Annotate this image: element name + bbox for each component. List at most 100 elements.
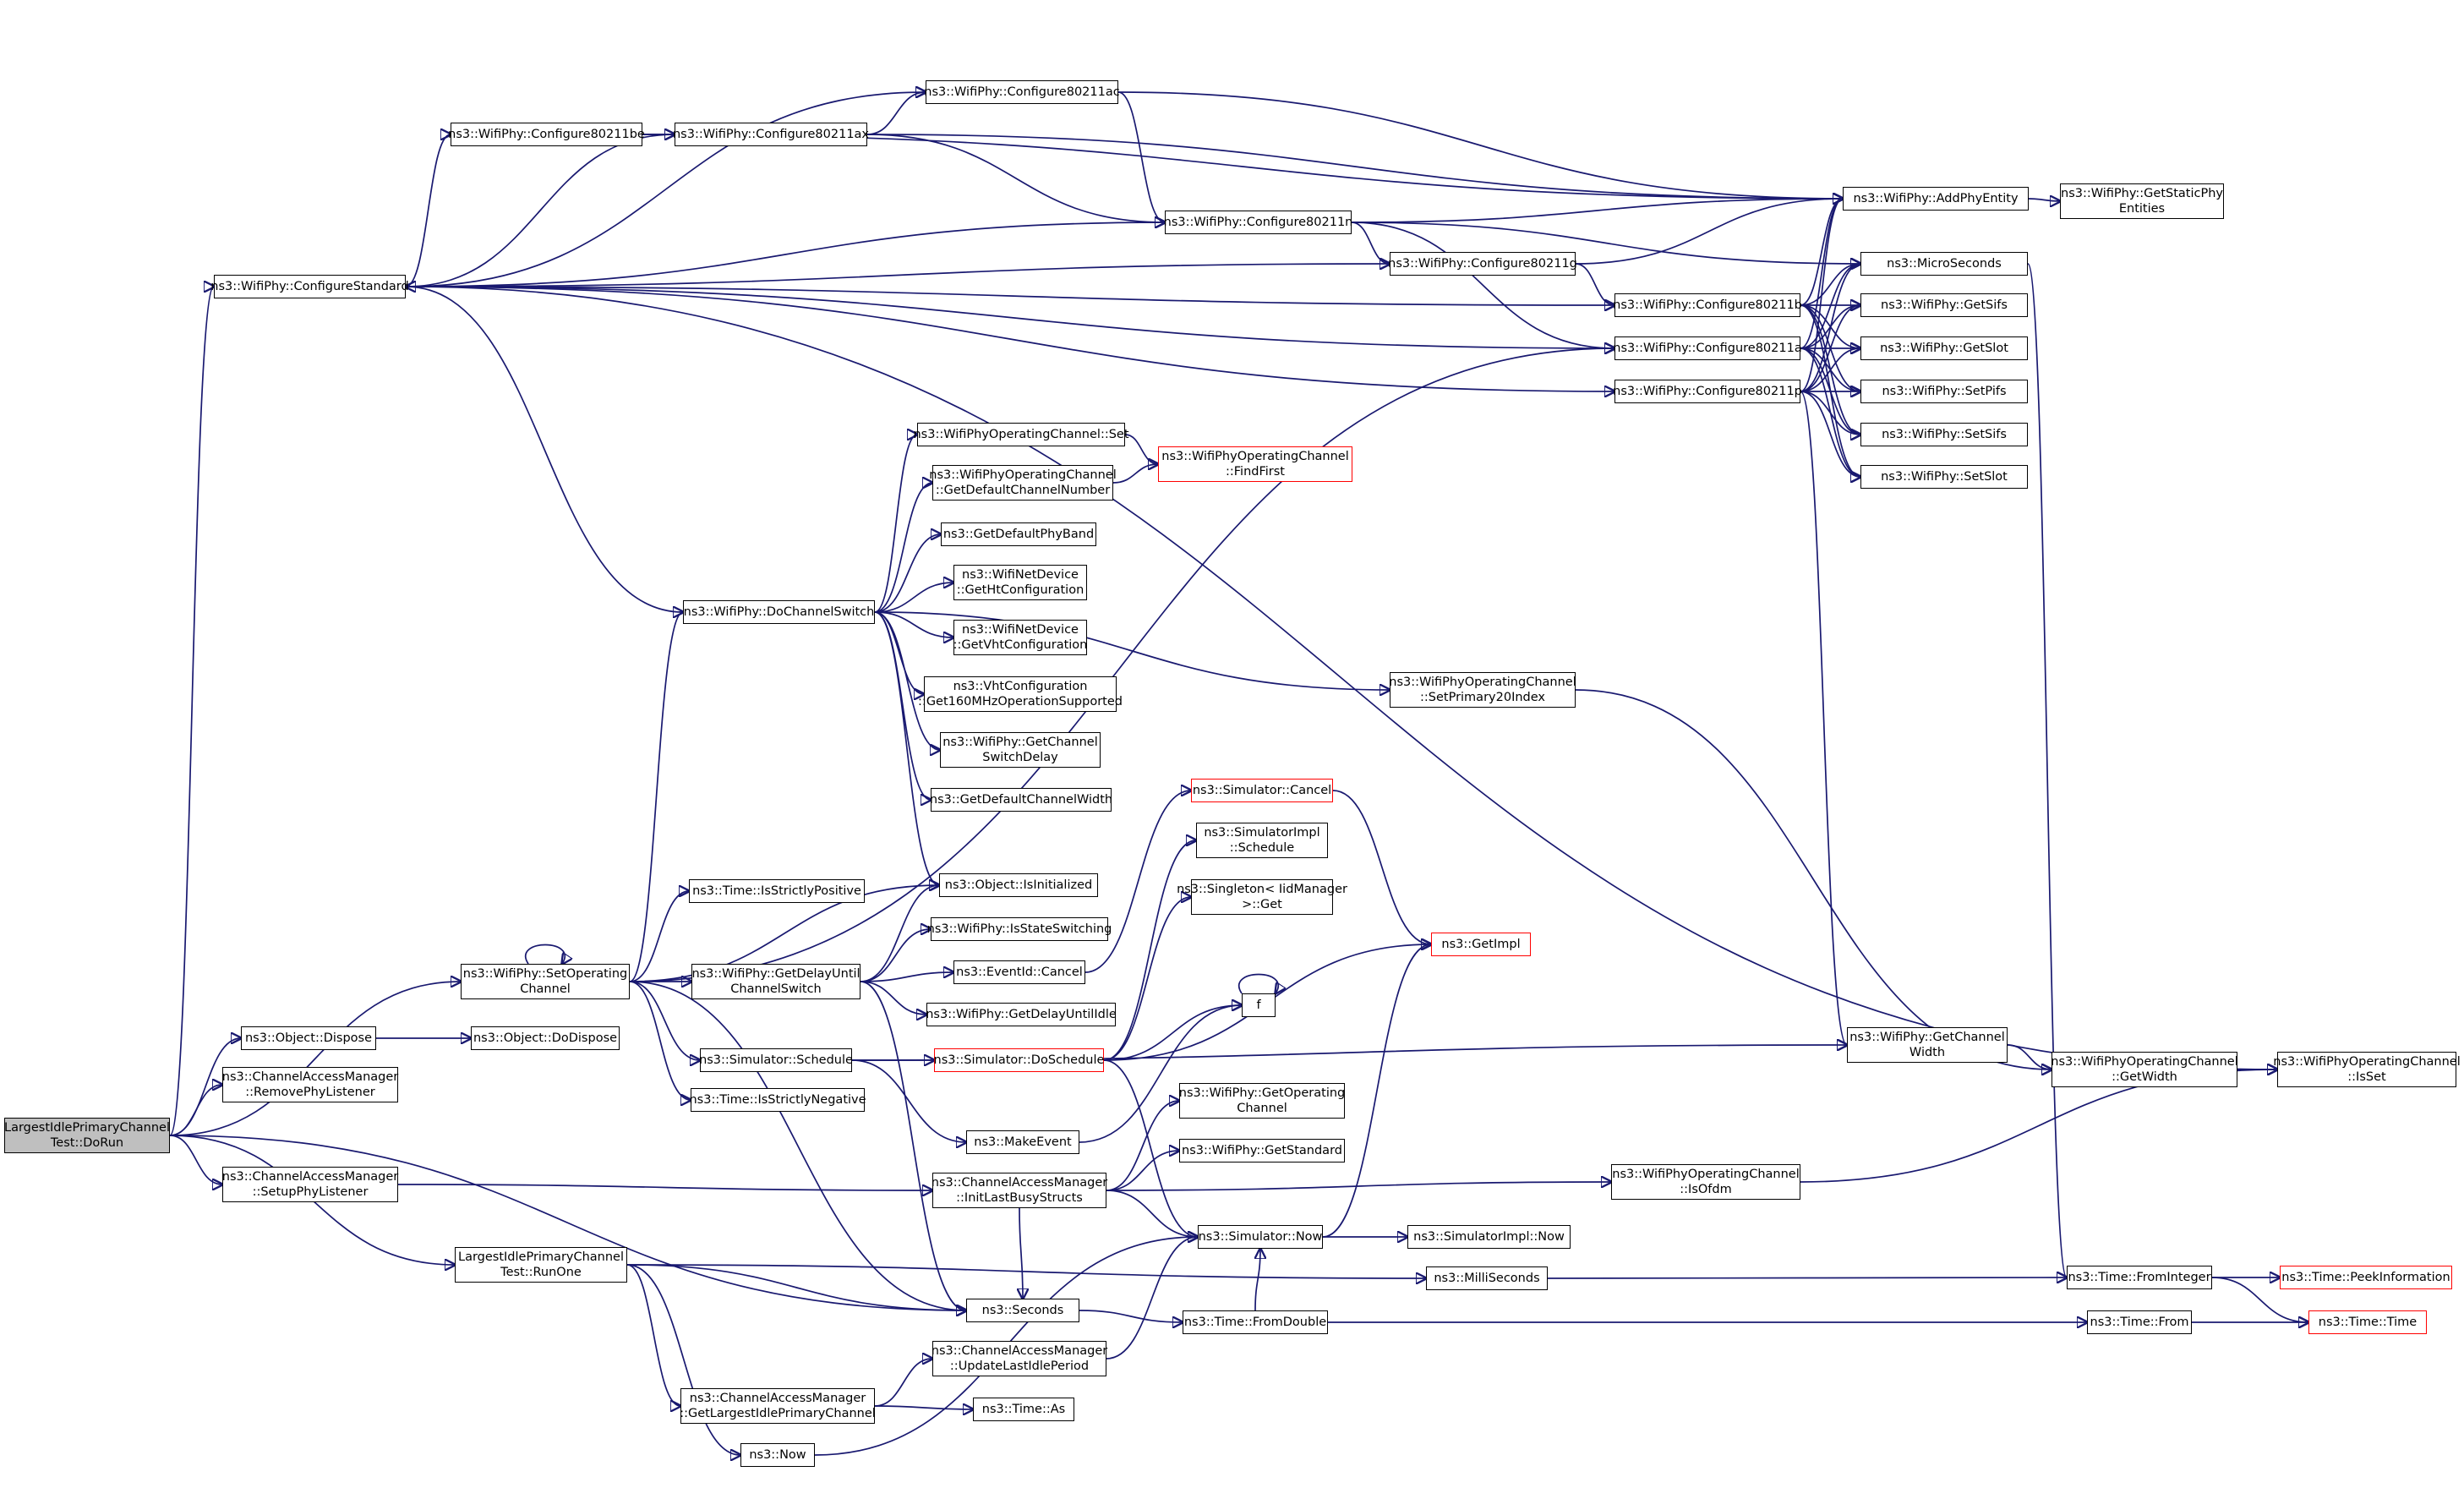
node-getDelayIdle[interactable]: ns3::WifiPhy::GetDelayUntilIdle xyxy=(926,1003,1117,1026)
node-isStateSwitching[interactable]: ns3::WifiPhy::IsStateSwitching xyxy=(927,917,1112,941)
node-label: ns3::Time::As xyxy=(981,1403,1066,1416)
node-opChFindFirst[interactable]: ns3::WifiPhyOperatingChannel::FindFirst xyxy=(1158,446,1352,482)
edge-cfg80211ax-cfg80211n xyxy=(866,134,1165,222)
node-timeStrictPos[interactable]: ns3::Time::IsStrictlyPositive xyxy=(689,879,865,903)
edge-cfg80211n-addPhyEntity xyxy=(1351,199,1843,223)
node-vht160[interactable]: ns3::VhtConfiguration::Get160MHzOperatio… xyxy=(918,676,1123,712)
node-configureStandard[interactable]: ns3::WifiPhy::ConfigureStandard xyxy=(210,275,409,298)
node-label: ns3::MicroSeconds xyxy=(1887,257,2002,271)
node-label: ns3::WifiPhyOperatingChannel xyxy=(1389,676,1576,689)
node-opChIsOfdm[interactable]: ns3::WifiPhyOperatingChannel::IsOfdm xyxy=(1611,1164,1800,1200)
node-simNow[interactable]: ns3::Simulator::Now xyxy=(1198,1225,1323,1249)
node-getVhtConfig[interactable]: ns3::WifiNetDevice::GetVhtConfiguration xyxy=(953,620,1087,655)
node-cfg80211b[interactable]: ns3::WifiPhy::Configure80211b xyxy=(1613,293,1802,317)
node-setPifs[interactable]: ns3::WifiPhy::SetPifs xyxy=(1860,380,2028,403)
node-label: SwitchDelay xyxy=(982,751,1058,764)
edge-addPhyEntity-getStaticPhyEntities xyxy=(2028,199,2060,201)
node-label: ns3::WifiPhyOperatingChannel::Set xyxy=(913,428,1129,441)
node-camInitLast[interactable]: ns3::ChannelAccessManager::InitLastBusyS… xyxy=(932,1173,1107,1208)
node-cfg80211ax[interactable]: ns3::WifiPhy::Configure80211ax xyxy=(673,123,869,146)
edge-doChannelSwitch-configureStandard xyxy=(406,287,684,613)
node-label: ns3::Time::PeekInformation xyxy=(2281,1271,2450,1284)
node-label: ns3::WifiPhy::GetSifs xyxy=(1881,298,2008,312)
node-doChannelSwitch[interactable]: ns3::WifiPhy::DoChannelSwitch xyxy=(683,600,875,624)
node-camRemove[interactable]: ns3::ChannelAccessManager::RemovePhyList… xyxy=(222,1067,398,1102)
node-f[interactable]: f xyxy=(1242,993,1276,1017)
edge-root-camSetup xyxy=(169,1135,222,1184)
node-objDispose[interactable]: ns3::Object::Dispose xyxy=(241,1026,376,1050)
node-setSifs[interactable]: ns3::WifiPhy::SetSifs xyxy=(1860,423,2028,446)
node-opChSet[interactable]: ns3::WifiPhyOperatingChannel::Set xyxy=(913,423,1129,446)
node-setSlot[interactable]: ns3::WifiPhy::SetSlot xyxy=(1860,465,2028,489)
edge-configureStandard-cfg80211b xyxy=(405,286,1614,305)
node-now[interactable]: ns3::Now xyxy=(740,1443,815,1467)
edge-configureStandard-cfg80211n xyxy=(405,222,1165,287)
node-seconds[interactable]: ns3::Seconds xyxy=(966,1299,1079,1322)
node-cfg80211n[interactable]: ns3::WifiPhy::Configure80211n xyxy=(1164,211,1352,234)
node-label: ns3::Simulator::Schedule xyxy=(699,1053,853,1067)
node-objDoDispose[interactable]: ns3::Object::DoDispose xyxy=(471,1026,620,1050)
edge-fromInteger-timeTime xyxy=(2211,1277,2308,1322)
node-timeStrictNeg[interactable]: ns3::Time::IsStrictlyNegative xyxy=(689,1088,866,1112)
node-cfg80211g[interactable]: ns3::WifiPhy::Configure80211g xyxy=(1388,252,1577,276)
edge-doChannelSwitch-opChSet xyxy=(874,435,917,613)
node-makeEvent[interactable]: ns3::MakeEvent xyxy=(966,1130,1079,1154)
node-cfg80211p[interactable]: ns3::WifiPhy::Configure80211p xyxy=(1613,380,1802,403)
node-fromDouble[interactable]: ns3::Time::FromDouble xyxy=(1183,1310,1328,1334)
node-cfg80211be[interactable]: ns3::WifiPhy::Configure80211be xyxy=(448,123,645,146)
node-label: ns3::Object::IsInitialized xyxy=(944,878,1093,892)
node-label: ns3::Time::Time xyxy=(2318,1316,2418,1329)
node-singletonGet[interactable]: ns3::Singleton< IidManager>::Get xyxy=(1177,879,1347,915)
node-objIsInit[interactable]: ns3::Object::IsInitialized xyxy=(939,873,1098,897)
node-cfg80211ac[interactable]: ns3::WifiPhy::Configure80211ac xyxy=(924,80,1120,104)
node-label: ns3::WifiPhy::GetDelayUntilIdle xyxy=(926,1008,1117,1021)
node-getImpl[interactable]: ns3::GetImpl xyxy=(1431,933,1531,956)
node-milliSeconds[interactable]: ns3::MilliSeconds xyxy=(1426,1266,1548,1290)
node-camGetLargest[interactable]: ns3::ChannelAccessManager::GetLargestIdl… xyxy=(680,1388,876,1424)
node-opChGetWidth[interactable]: ns3::WifiPhyOperatingChannel::GetWidth xyxy=(2051,1052,2238,1087)
edge-doChannelSwitch-objIsInit xyxy=(874,611,939,885)
node-opChGetDefault[interactable]: ns3::WifiPhyOperatingChannel::GetDefault… xyxy=(929,465,1117,501)
node-label: ::RemovePhyListener xyxy=(245,1086,375,1099)
node-simImplSchedule[interactable]: ns3::SimulatorImpl::Schedule xyxy=(1196,823,1328,858)
node-opChIsSet[interactable]: ns3::WifiPhyOperatingChannel::IsSet xyxy=(2273,1052,2461,1087)
node-simSchedule[interactable]: ns3::Simulator::Schedule xyxy=(699,1048,853,1072)
node-label: ns3::WifiPhy::Configure80211be xyxy=(448,128,645,141)
node-microSeconds[interactable]: ns3::MicroSeconds xyxy=(1860,252,2028,276)
node-eventCancel[interactable]: ns3::EventId::Cancel xyxy=(953,960,1085,984)
node-label: Entities xyxy=(2118,202,2166,216)
node-timeTime[interactable]: ns3::Time::Time xyxy=(2308,1310,2427,1334)
node-simCancel[interactable]: ns3::Simulator::Cancel xyxy=(1191,779,1333,802)
node-getDefaultPhyBand[interactable]: ns3::GetDefaultPhyBand xyxy=(941,522,1096,546)
node-getSlot[interactable]: ns3::WifiPhy::GetSlot xyxy=(1860,336,2028,360)
node-camUpdateLast[interactable]: ns3::ChannelAccessManager::UpdateLastIdl… xyxy=(932,1341,1107,1376)
node-getHtConfig[interactable]: ns3::WifiNetDevice::GetHtConfiguration xyxy=(953,565,1087,600)
node-timeFrom[interactable]: ns3::Time::From xyxy=(2087,1310,2192,1334)
node-timeAs[interactable]: ns3::Time::As xyxy=(973,1398,1074,1421)
edge-makeEvent-f xyxy=(1079,1005,1242,1143)
node-addPhyEntity[interactable]: ns3::WifiPhy::AddPhyEntity xyxy=(1843,187,2029,211)
node-camSetup[interactable]: ns3::ChannelAccessManager::SetupPhyListe… xyxy=(222,1167,398,1202)
node-fromInteger[interactable]: ns3::Time::FromInteger xyxy=(2067,1266,2212,1289)
node-cfg80211a[interactable]: ns3::WifiPhy::Configure80211a xyxy=(1613,336,1802,360)
node-setPrimary20[interactable]: ns3::WifiPhyOperatingChannel::SetPrimary… xyxy=(1389,672,1576,708)
node-peekInfo[interactable]: ns3::Time::PeekInformation xyxy=(2280,1266,2452,1289)
edge-cfg80211p-getSlot xyxy=(1800,348,1860,392)
edge-cfg80211p-setSifs xyxy=(1800,391,1860,435)
node-simImplNow[interactable]: ns3::SimulatorImpl::Now xyxy=(1407,1225,1571,1249)
node-getSifs[interactable]: ns3::WifiPhy::GetSifs xyxy=(1860,293,2028,317)
node-label: ::IsSet xyxy=(2347,1070,2386,1084)
node-getDefaultChWidth[interactable]: ns3::GetDefaultChannelWidth xyxy=(930,788,1112,812)
node-simDoSchedule[interactable]: ns3::Simulator::DoSchedule xyxy=(934,1048,1104,1072)
node-label: ::SetupPhyListener xyxy=(252,1185,369,1199)
node-getStandard[interactable]: ns3::WifiPhy::GetStandard xyxy=(1179,1139,1345,1162)
edge-root-setOpCh xyxy=(169,982,461,1136)
